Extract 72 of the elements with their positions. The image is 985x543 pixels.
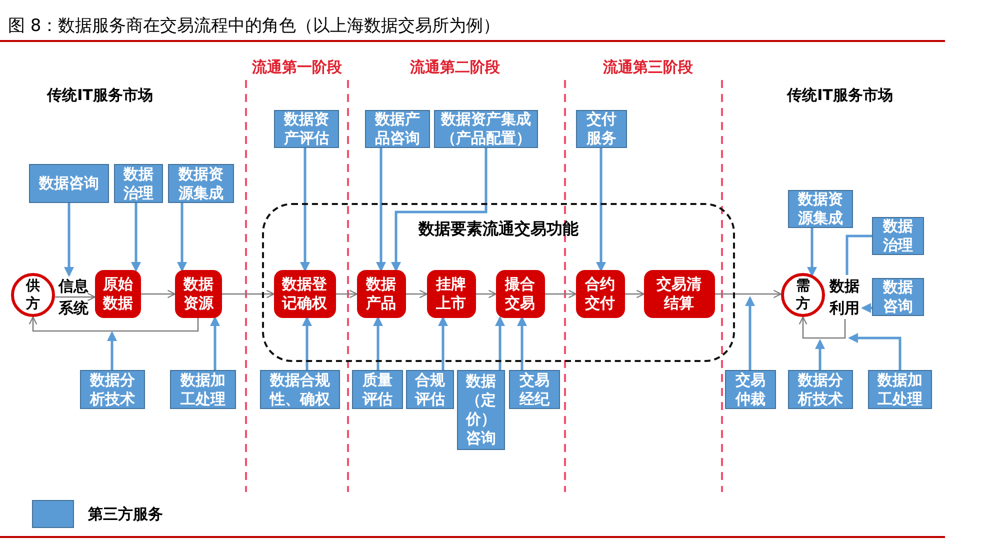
- process-box: 撮合交易: [496, 270, 544, 318]
- arrow: [210, 316, 220, 370]
- service-box: 交付服务: [576, 110, 627, 148]
- service-box: 数据咨询: [29, 164, 109, 203]
- region-title: 数据要素流通交易功能: [417, 219, 580, 240]
- arrow: [848, 333, 902, 370]
- service-box: 合规评估: [406, 370, 454, 409]
- market-heading: 传统IT服务市场: [47, 86, 153, 105]
- market-heading: 传统IT服务市场: [787, 86, 893, 105]
- arrow: [625, 290, 645, 298]
- arrow: [406, 290, 428, 298]
- dashed-region: [262, 203, 735, 362]
- arrow: [177, 203, 187, 272]
- service-box: 质量评估: [352, 370, 403, 409]
- service-box: 数据资产集成（产品配置）: [434, 110, 538, 148]
- process-box: 合约交付: [576, 270, 624, 318]
- stage-heading: 流通第二阶段: [410, 58, 500, 77]
- service-box: 数据加工处理: [170, 370, 236, 409]
- arrow: [815, 339, 825, 370]
- service-box: 数据资源集成: [168, 164, 234, 203]
- arrow: [438, 316, 448, 370]
- arrow: [798, 316, 846, 339]
- process-box: 交易清结算: [644, 270, 714, 318]
- service-box: 数据（定价）咨询: [457, 370, 505, 450]
- service-box: 交易仲裁: [725, 370, 776, 409]
- arrow: [373, 316, 383, 370]
- arrow: [745, 296, 755, 370]
- process-box: 数据产品: [356, 270, 406, 318]
- service-box: 数据分析技术: [80, 370, 145, 409]
- arrow: [517, 316, 527, 370]
- party-circle: 供方: [11, 273, 55, 317]
- arrow: [222, 290, 275, 298]
- party-circle: 需方: [781, 273, 825, 317]
- process-box: 原始数据: [95, 270, 141, 318]
- service-box: 数据分析技术: [788, 370, 853, 409]
- arrow: [596, 148, 606, 272]
- arrow: [107, 331, 117, 370]
- arrow: [302, 316, 312, 370]
- service-box: 数据合规性、确权: [260, 370, 340, 409]
- arrow: [715, 290, 782, 298]
- process-box: 数据登记确权: [274, 270, 336, 318]
- stage-heading: 流通第一阶段: [252, 58, 342, 77]
- arrow: [545, 290, 577, 298]
- legend-label: 第三方服务: [88, 505, 163, 524]
- arrow: [300, 148, 310, 272]
- service-box: 数据产品咨询: [365, 110, 430, 148]
- arrow: [807, 228, 817, 277]
- service-box: 数据资产评估: [274, 110, 339, 148]
- service-box: 数据资源集成: [788, 190, 853, 228]
- service-box: 数据治理: [872, 217, 924, 255]
- process-box: 挂牌上市: [426, 270, 476, 318]
- system-label: 数据利用: [826, 275, 863, 319]
- service-box: 数据加工处理: [868, 370, 932, 409]
- arrow: [54, 292, 96, 302]
- arrow: [336, 290, 358, 298]
- stage-heading: 流通第三阶段: [603, 58, 693, 77]
- service-box: 数据咨询: [872, 278, 924, 316]
- process-box: 数据资源: [175, 270, 222, 318]
- arrow: [861, 303, 872, 313]
- service-box: 交易经纪: [509, 370, 560, 409]
- system-label: 信息系统: [55, 275, 92, 319]
- service-box: 数据治理: [114, 164, 163, 203]
- arrow: [28, 316, 199, 332]
- arrow: [376, 148, 386, 272]
- arrow: [64, 203, 74, 277]
- figure-title: 图 8：数据服务商在交易流程中的角色（以上海数据交易所为例）: [8, 15, 500, 37]
- arrow: [391, 148, 488, 272]
- arrow: [476, 290, 497, 298]
- arrow: [141, 290, 176, 298]
- arrow: [131, 203, 141, 272]
- arrow: [495, 316, 505, 370]
- connector-line: [846, 234, 872, 275]
